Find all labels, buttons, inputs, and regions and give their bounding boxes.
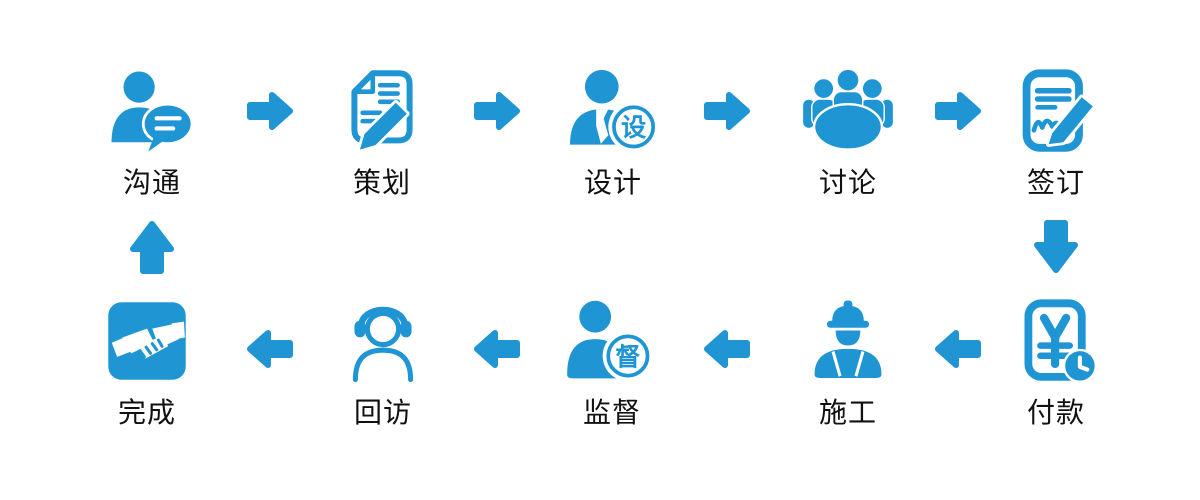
step-discussion: 讨论 (766, 66, 930, 198)
supervise-badge-char: 督 (615, 343, 640, 371)
designer-person-icon: 设 (565, 66, 661, 154)
arrow-right-icon (472, 90, 522, 132)
arrow-left-icon (702, 328, 752, 370)
contract-signing-icon (1010, 66, 1102, 154)
step-label: 沟通 (122, 167, 181, 198)
construction-worker-icon (804, 296, 892, 384)
step-design: 设 设计 (531, 66, 695, 198)
step-label: 设计 (583, 167, 642, 198)
step-supervision: 督 监督 (530, 296, 694, 428)
arrow-left-icon (245, 328, 295, 370)
arrow-down-icon (1030, 217, 1082, 277)
handshake-icon (103, 296, 191, 384)
step-label: 讨论 (818, 167, 877, 198)
step-label: 签订 (1026, 167, 1085, 198)
step-label: 付款 (1026, 397, 1085, 428)
design-badge-char: 设 (621, 114, 647, 142)
arrow-right-icon (933, 90, 983, 132)
step-follow-up: 回访 (301, 296, 465, 428)
step-payment: 付款 (974, 296, 1138, 428)
step-label: 施工 (818, 397, 877, 428)
headset-person-icon (337, 296, 429, 384)
supervisor-person-icon: 督 (564, 296, 660, 384)
document-pencil-icon (336, 66, 428, 154)
arrow-right-icon (245, 90, 295, 132)
step-planning: 策划 (300, 66, 464, 198)
arrow-left-icon (472, 328, 522, 370)
payment-clock-icon (1010, 296, 1102, 384)
step-communication: 沟通 (70, 66, 234, 198)
step-label: 监督 (582, 397, 641, 428)
step-label: 回访 (353, 397, 412, 428)
arrow-left-icon (933, 328, 983, 370)
arrow-up-icon (126, 217, 178, 277)
person-chat-icon (106, 66, 198, 154)
step-complete: 完成 (65, 296, 229, 428)
step-signing: 签订 (974, 66, 1138, 198)
step-label: 策划 (352, 167, 411, 198)
meeting-table-icon (800, 66, 896, 154)
step-label: 完成 (117, 397, 176, 428)
step-construction: 施工 (766, 296, 930, 428)
arrow-right-icon (702, 90, 752, 132)
